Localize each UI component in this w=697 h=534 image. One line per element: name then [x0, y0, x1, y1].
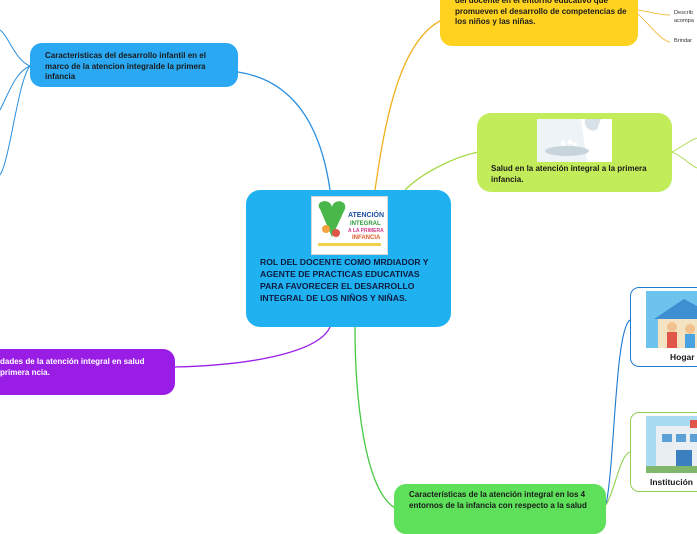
link-salud-right2 — [671, 151, 697, 169]
hospital-building-image — [646, 416, 697, 473]
subtopic-hogar-label: Hogar — [670, 352, 695, 362]
link-salud-right — [671, 137, 697, 153]
topic-cuatro-entornos-text: Características de la atención integral … — [409, 490, 587, 510]
subtopic-institucion[interactable]: Institución — [630, 412, 697, 492]
family-house-image — [646, 291, 697, 348]
topic-desarrollo-infantil[interactable]: Caracteristicas del desarrollo infantil … — [30, 43, 238, 87]
link-yellow-sub — [637, 9, 671, 16]
link-left-2 — [0, 65, 31, 111]
link-purple — [174, 326, 331, 368]
link-institucion — [605, 451, 631, 506]
topic-atencion-salud-text: dades de la atención integral en salud p… — [0, 357, 145, 377]
topic-atencion-salud[interactable]: dades de la atención integral en salud p… — [0, 349, 175, 395]
topic-entorno-educativo-text: del docente en el entorno educativo que … — [455, 0, 627, 26]
svg-text:INFANCIA: INFANCIA — [352, 235, 381, 241]
subtopic-institucion-label: Institución — [650, 477, 693, 487]
topic-salud[interactable]: Salud en la atención integral a la prime… — [477, 113, 672, 192]
link-yellow-sub2 — [637, 13, 671, 43]
svg-text:INTEGRAL: INTEGRAL — [350, 221, 381, 227]
yellow-sub-label-1[interactable]: Describ — [674, 10, 693, 16]
svg-text:ATENCIÓN: ATENCIÓN — [348, 210, 384, 219]
yellow-sub-label-3[interactable]: Brindar — [674, 38, 693, 44]
link-entornos — [354, 326, 396, 509]
doctor-family-image — [537, 119, 612, 162]
link-left-3 — [0, 65, 31, 176]
central-topic-node[interactable]: ATENCIÓN INTEGRAL A LA PRIMERA INFANCIA … — [246, 190, 451, 327]
atencion-integral-logo-image: ATENCIÓN INTEGRAL A LA PRIMERA INFANCIA — [311, 196, 388, 255]
topic-salud-text: Salud en la atención integral a la prime… — [491, 164, 647, 184]
link-yellow — [374, 19, 443, 191]
central-topic-text: ROL DEL DOCENTE COMO MRDIADOR Y AGENTE D… — [260, 257, 429, 303]
link-left-1 — [0, 29, 31, 67]
topic-entorno-educativo[interactable]: del docente en el entorno educativo que … — [440, 0, 638, 46]
topic-cuatro-entornos[interactable]: Características de la atención integral … — [394, 484, 606, 534]
topic-desarrollo-infantil-text: Caracteristicas del desarrollo infantil … — [45, 51, 206, 81]
link-salud — [404, 151, 479, 191]
subtopic-hogar[interactable]: Hogar — [630, 287, 697, 367]
connector-lines — [0, 9, 697, 509]
yellow-sub-label-2[interactable]: acompa — [674, 18, 694, 24]
link-hogar — [605, 319, 631, 506]
link-infantil — [237, 71, 331, 191]
svg-text:A LA PRIMERA: A LA PRIMERA — [348, 228, 384, 234]
